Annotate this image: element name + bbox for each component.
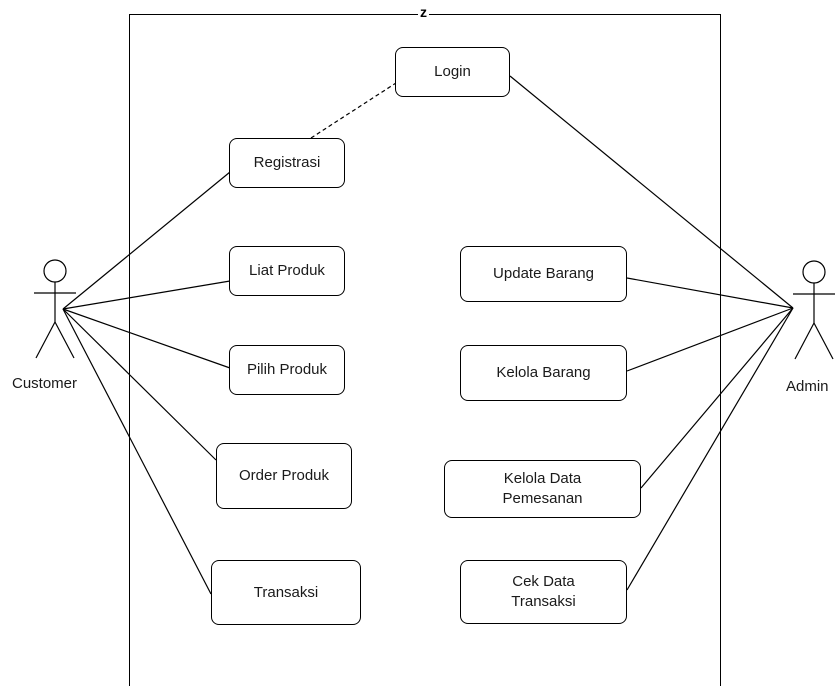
admin-actor-label: Admin [786, 378, 829, 395]
use-case-kelola-barang[interactable]: Kelola Barang [460, 345, 627, 401]
assoc-admin-login [509, 75, 794, 309]
use-case-cek-data-transaksi[interactable]: Cek Data Transaksi [460, 560, 627, 624]
use-case-update-barang[interactable]: Update Barang [460, 246, 627, 302]
assoc-admin-kelola-barang [626, 307, 794, 372]
assoc-customer-pilih-produk [62, 308, 231, 369]
use-case-liat-produk[interactable]: Liat Produk [229, 246, 345, 296]
assoc-customer-registrasi [62, 171, 231, 310]
dependency-registrasi-login [310, 82, 397, 139]
customer-actor-label: Customer [12, 375, 78, 392]
assoc-customer-order-produk [62, 308, 217, 461]
admin-actor-figure [793, 260, 835, 360]
use-case-login[interactable]: Login [395, 47, 510, 97]
assoc-admin-kelola-data-pemesanan [640, 307, 794, 489]
customer-actor-figure [34, 259, 76, 359]
use-case-kelola-data-pemesanan[interactable]: Kelola Data Pemesanan [444, 460, 641, 518]
assoc-customer-transaksi [62, 308, 212, 595]
use-case-registrasi[interactable]: Registrasi [229, 138, 345, 188]
use-case-transaksi[interactable]: Transaksi [211, 560, 361, 625]
system-title: z [418, 4, 429, 20]
use-case-pilih-produk[interactable]: Pilih Produk [229, 345, 345, 395]
assoc-admin-update-barang [626, 277, 794, 309]
assoc-customer-liat-produk [62, 280, 231, 310]
assoc-admin-cek-data-transaksi [626, 307, 794, 591]
use-case-order-produk[interactable]: Order Produk [216, 443, 352, 509]
